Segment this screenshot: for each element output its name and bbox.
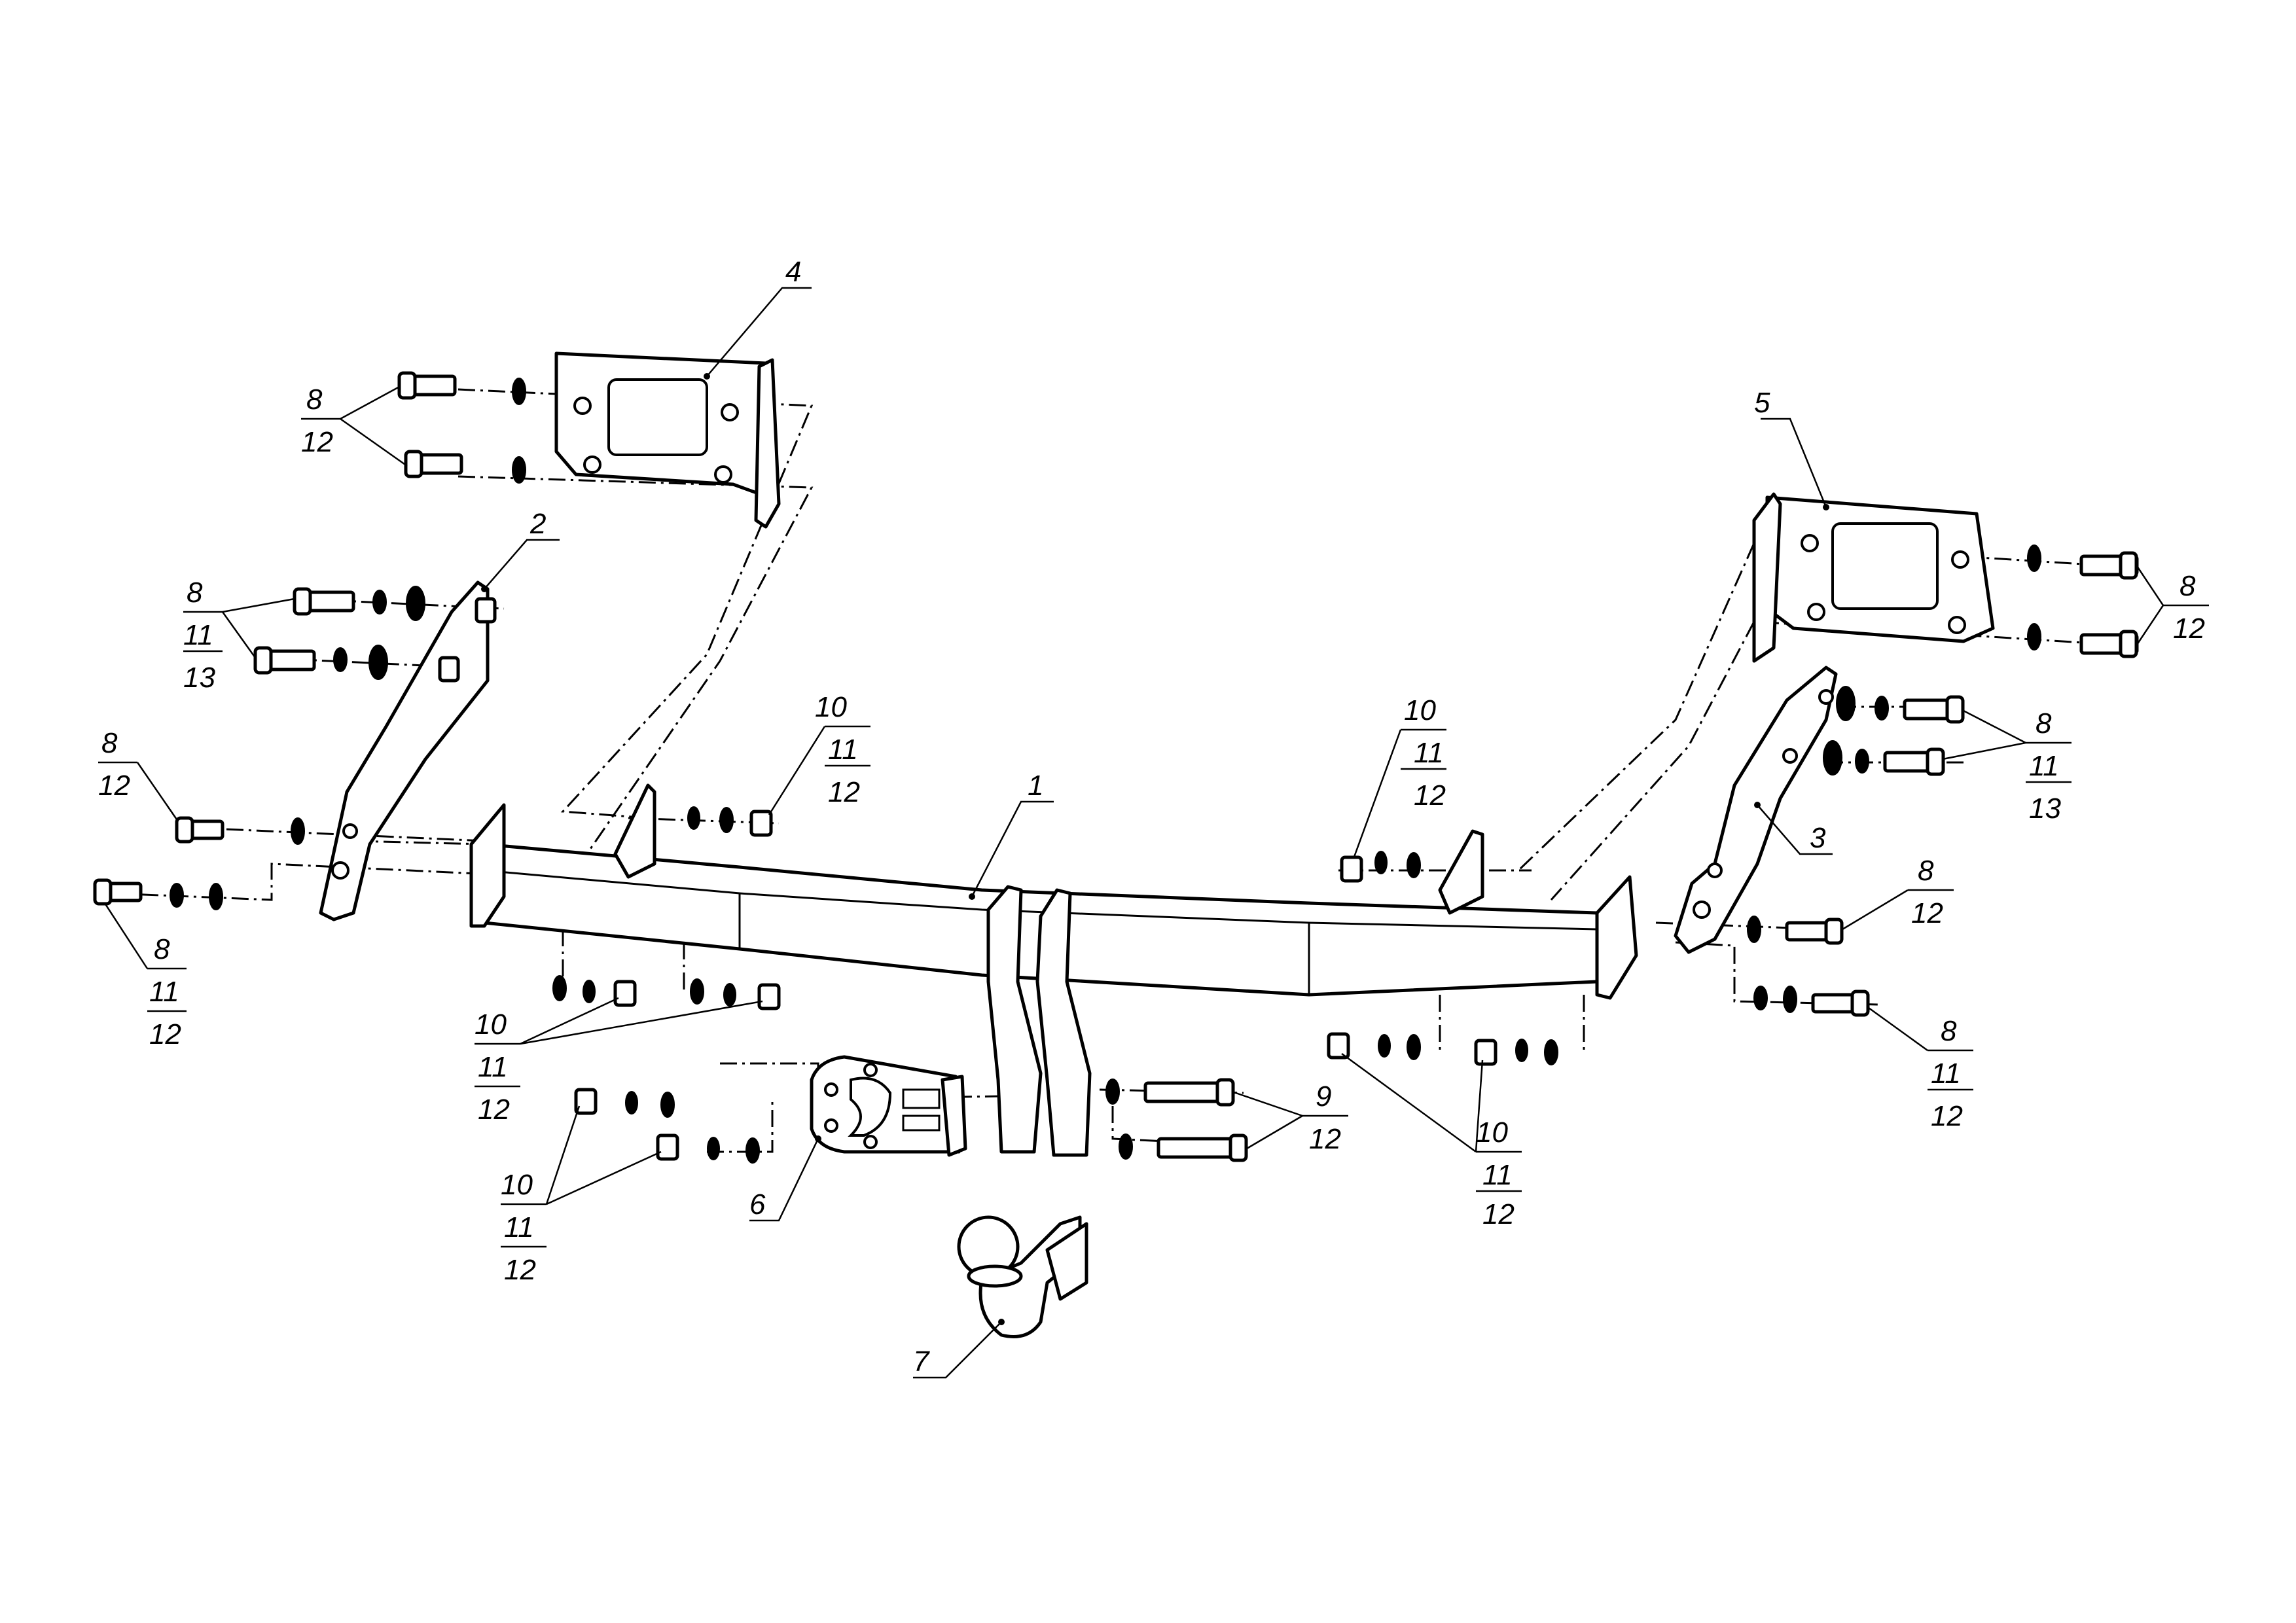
- callout-label: 12: [1309, 1123, 1341, 1155]
- callout-label: 12: [1414, 779, 1446, 812]
- callout-part-7: 7: [913, 1319, 1005, 1379]
- callout-8-11-12-right: 8 11 12: [1868, 1007, 1973, 1132]
- callout-8-11-13-right: 8 11 13: [1942, 707, 2072, 825]
- callout-label: 12: [1911, 897, 1943, 929]
- callout-label: 12: [504, 1254, 536, 1286]
- part-2-left-side-plate: [319, 580, 497, 921]
- callout-8-11-12-left: 8 11 12: [103, 902, 187, 1050]
- callout-label: 8: [2179, 570, 2196, 602]
- callout-label: 10: [1404, 694, 1436, 726]
- callout-label: 11: [478, 1051, 508, 1083]
- callout-label: 10: [1476, 1116, 1508, 1149]
- bolts: [93, 371, 2139, 1162]
- callout-part-2: 2: [481, 508, 560, 592]
- part-1-cross-bar: [469, 783, 1638, 1157]
- callout-label: 11: [504, 1211, 534, 1243]
- nuts: [574, 810, 1498, 1161]
- callout-label: 10: [815, 691, 847, 723]
- callout-label: 11: [1482, 1159, 1513, 1191]
- callout-label: 10: [501, 1169, 533, 1201]
- callout-8-11-13-left: 8 11 13: [183, 577, 295, 694]
- callout-label-7: 7: [913, 1346, 930, 1378]
- callout-label-2: 2: [529, 508, 546, 540]
- callout-10-11-12-mid-left: 10 11 12: [475, 997, 763, 1126]
- callout-label: 10: [475, 1008, 507, 1041]
- part-3-right-side-plate: [1674, 666, 1838, 954]
- callout-label: 8: [187, 577, 203, 609]
- part-6-coupling-mount-plate: [810, 1055, 967, 1157]
- callout-part-6: 6: [749, 1135, 821, 1222]
- callout-label: 11: [1414, 737, 1444, 769]
- callout-9-12: 9 12: [1235, 1080, 1348, 1155]
- callout-label: 12: [149, 1018, 181, 1050]
- callout-label: 12: [2173, 613, 2205, 645]
- callout-label: 12: [828, 776, 860, 808]
- callout-label-3: 3: [1810, 822, 1826, 854]
- callout-label: 11: [2029, 750, 2059, 782]
- callout-label-4: 4: [785, 256, 801, 288]
- callout-label: 12: [1482, 1198, 1515, 1230]
- callout-10-11-12-top-left: 10 11 12: [768, 691, 870, 815]
- part-4-left-mount-bracket: [554, 351, 781, 529]
- callout-10-11-12-low-left: 10 11 12: [501, 1105, 662, 1286]
- callout-label: 13: [2029, 793, 2061, 825]
- callout-part-5: 5: [1754, 387, 1829, 510]
- washers: [170, 378, 2041, 1164]
- callout-label: 11: [1931, 1058, 1961, 1090]
- callout-label: 8: [2036, 707, 2052, 740]
- callout-8-12-top-left: 8 12: [301, 383, 408, 467]
- callout-label-5: 5: [1754, 387, 1770, 419]
- callout-label: 12: [301, 426, 333, 458]
- callout-label: 8: [1918, 855, 1934, 887]
- callout-part-3: 3: [1754, 802, 1833, 855]
- part-7-tow-ball: [957, 1215, 1088, 1338]
- callout-label: 8: [154, 933, 170, 965]
- callout-label: 8: [306, 383, 323, 416]
- callout-part-1: 1: [969, 770, 1054, 900]
- callout-label: 11: [149, 976, 179, 1008]
- callout-label: 13: [183, 662, 215, 694]
- callout-label: 11: [828, 734, 858, 766]
- callout-label: 11: [183, 619, 213, 651]
- callout-part-4: 4: [704, 256, 812, 380]
- callout-8-12-right: 8 12: [1842, 855, 1954, 931]
- callout-label: 9: [1316, 1080, 1331, 1113]
- callout-label-1: 1: [1028, 770, 1043, 802]
- callout-label: 12: [1931, 1100, 1963, 1132]
- callout-label-6: 6: [749, 1188, 766, 1221]
- part-5-right-mount-bracket: [1752, 492, 1995, 663]
- callout-label: 8: [101, 727, 118, 759]
- callout-8-12-left: 8 12: [98, 727, 179, 822]
- callout-8-12-top-right: 8 12: [2136, 565, 2209, 645]
- callout-label: 12: [478, 1094, 510, 1126]
- callout-label: 12: [98, 770, 130, 802]
- callout-10-11-12-low-right: 10 11 12: [1341, 1052, 1522, 1230]
- callout-10-11-12-top-right: 10 11 12: [1352, 694, 1446, 859]
- callout-label: 8: [1941, 1015, 1957, 1047]
